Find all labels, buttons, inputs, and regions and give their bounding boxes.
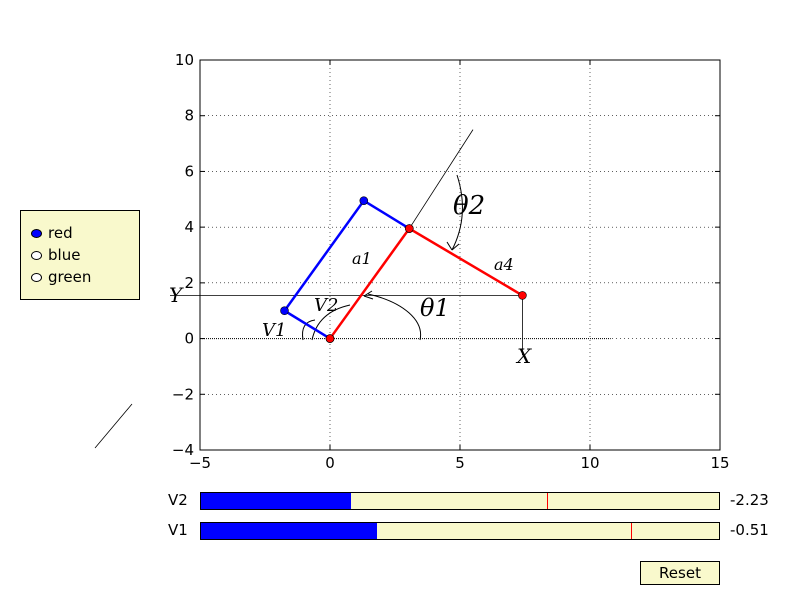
x-axis-label: X	[515, 344, 532, 368]
y-tick-label: 10	[175, 51, 194, 69]
series-0-point	[359, 196, 369, 205]
theta1-arc	[367, 293, 422, 341]
slider-v2-marker	[546, 493, 548, 509]
radio-option-red[interactable]: red	[31, 223, 73, 243]
radio-label-green: green	[48, 268, 92, 286]
y-tick-label: 2	[184, 274, 194, 292]
v1-label: V1	[262, 320, 286, 341]
y-tick-label: −4	[172, 441, 194, 459]
series-1-point	[518, 291, 527, 300]
a1-label: a1	[352, 249, 372, 268]
series-0-line	[282, 199, 410, 340]
extension-line	[408, 129, 474, 229]
x-tick-label: 15	[710, 454, 729, 472]
a4-label: a4	[494, 255, 514, 274]
slider-v2-value: -2.23	[730, 491, 769, 509]
radio-option-blue[interactable]: blue	[31, 245, 80, 265]
v2-arc	[311, 304, 351, 341]
v2-label: V2	[314, 295, 338, 316]
theta1-arrow	[363, 290, 374, 300]
slider-v1-value: -0.51	[730, 521, 769, 539]
plot-area	[200, 60, 720, 450]
radio-label-red: red	[48, 224, 73, 242]
slider-v1-fill	[201, 523, 378, 539]
y-tick-label: 8	[184, 107, 194, 125]
theta1-label: θ1	[420, 294, 450, 322]
x-tick-label: 10	[580, 454, 599, 472]
slider-v2-label: V2	[168, 491, 188, 509]
stray-stroke	[94, 403, 133, 449]
series-1-point	[325, 334, 335, 343]
slider-v2[interactable]	[200, 492, 720, 510]
y-tick-label: 6	[184, 162, 194, 180]
series-1-point	[404, 224, 414, 233]
slider-v1-label: V1	[168, 521, 188, 539]
slider-v1-marker	[630, 523, 632, 539]
radio-dot-red[interactable]	[31, 228, 42, 238]
v1-arc	[302, 319, 316, 341]
slider-v1[interactable]	[200, 522, 720, 540]
series-0-point	[280, 306, 289, 316]
radio-dot-blue[interactable]	[31, 250, 42, 260]
y-tick-label: 0	[184, 330, 194, 348]
radio-dot-green[interactable]	[31, 272, 42, 282]
theta2-arc	[451, 174, 463, 251]
y-tick-label: −2	[172, 385, 194, 403]
theta2-label: θ2	[453, 191, 485, 221]
y-tick-label: 4	[184, 218, 194, 236]
x-tick-label: −5	[189, 454, 211, 472]
y-axis-label: Y	[169, 283, 184, 307]
color-radio-panel: red blue green	[20, 210, 140, 300]
x-tick-label: 0	[325, 454, 335, 472]
radio-option-green[interactable]: green	[31, 267, 91, 287]
slider-v2-fill	[201, 493, 352, 509]
axes-frame	[199, 59, 721, 451]
reset-button[interactable]: Reset	[640, 561, 720, 585]
radio-label-blue: blue	[48, 246, 81, 264]
x-tick-label: 5	[455, 454, 465, 472]
theta2-arrow	[446, 241, 460, 251]
